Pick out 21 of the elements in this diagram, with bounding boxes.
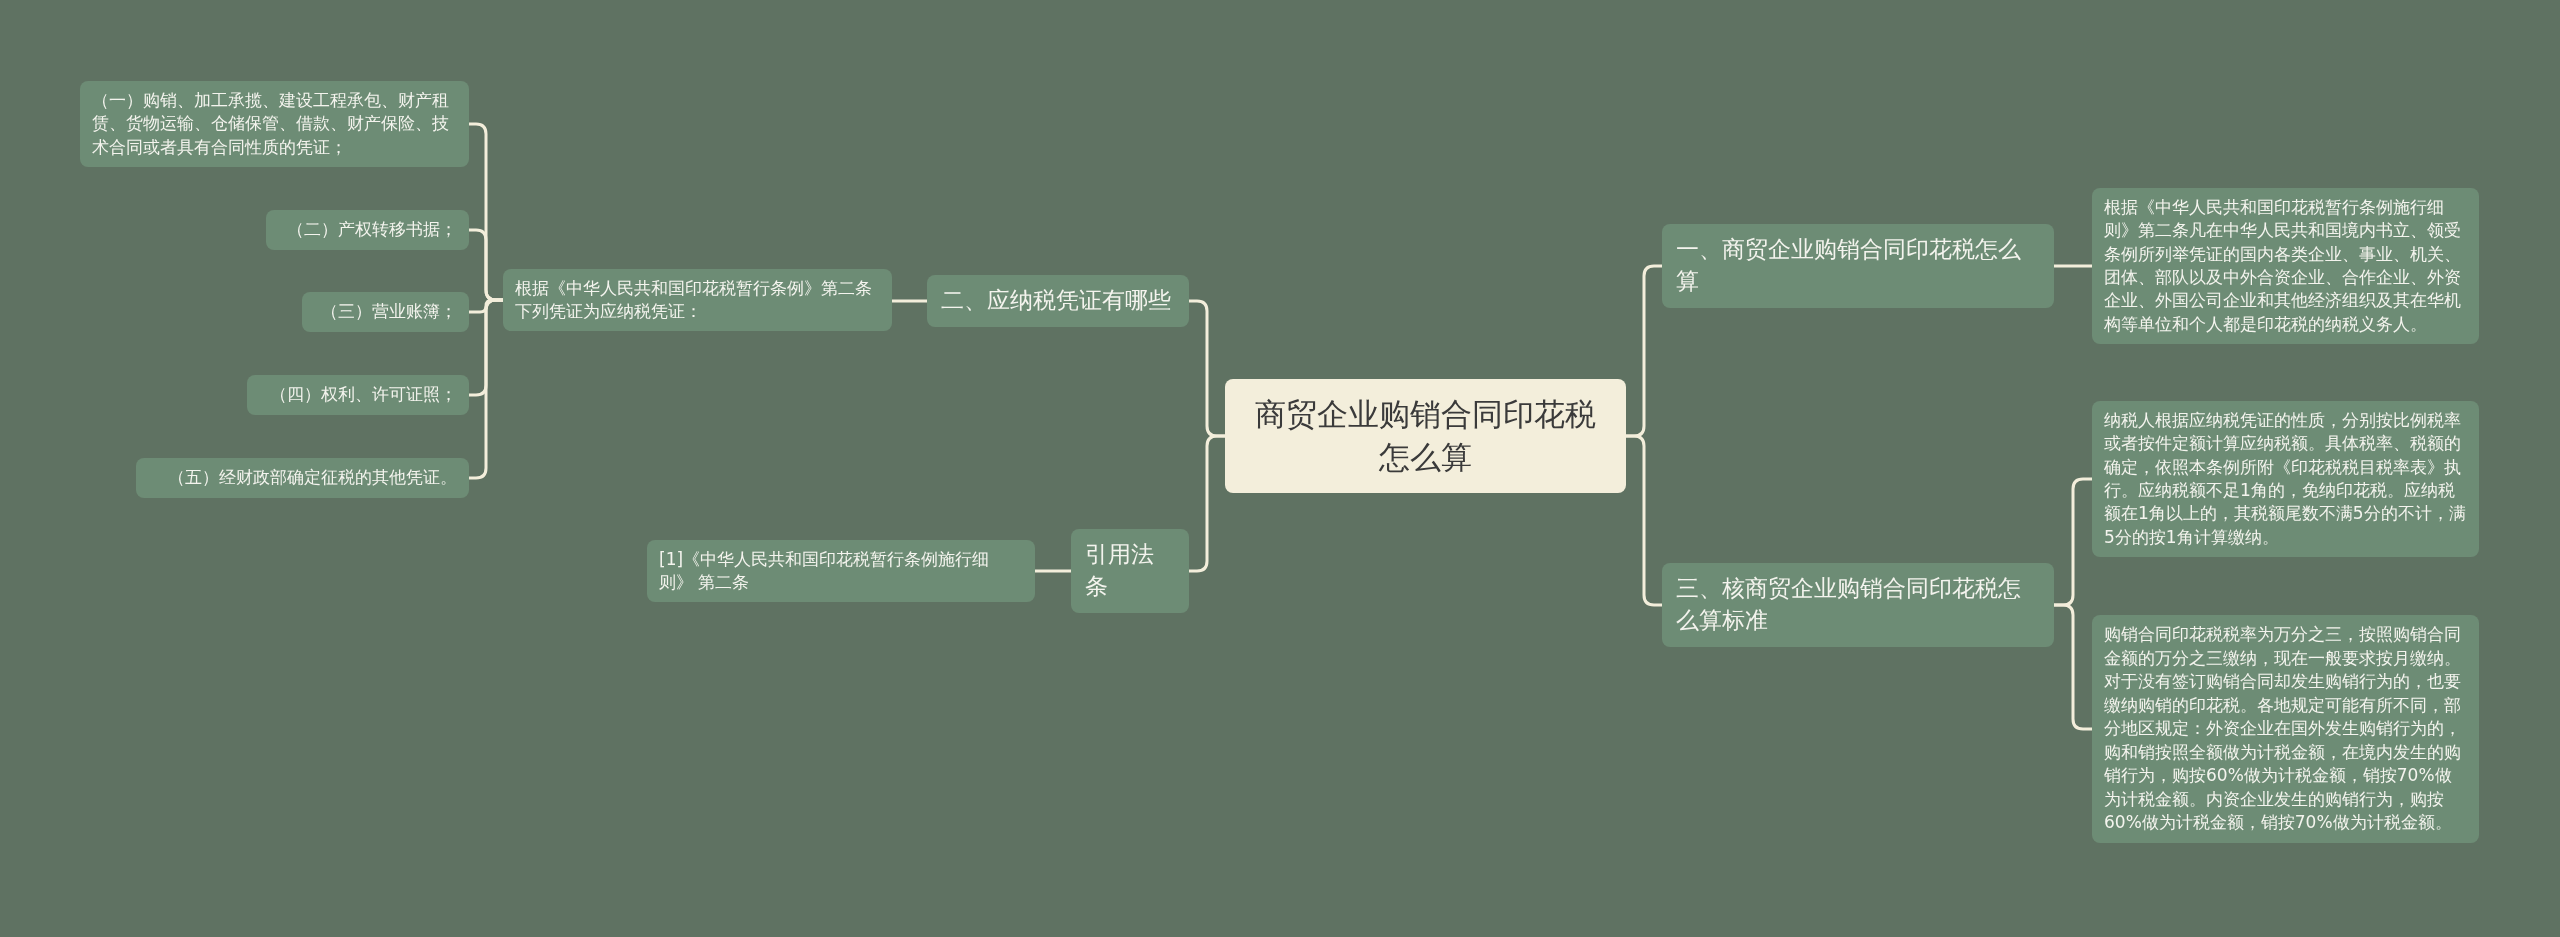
note-box: 根据《中华人民共和国印花税暂行条例》第二条下列凭证为应纳税凭证： [503, 268, 892, 332]
note-box: 根据《中华人民共和国印花税暂行条例施行细则》第二条凡在中华人民共和国境内书立、领受条例所列举凭证的国内各类企业、事业、机关、团体、部队以及中外合资企业、合作企业、外资企业、外国公司企业和其他经济组织及其在华机构等单位和个人都是印花税的纳税义务人。 [2092, 187, 2479, 345]
note-box: （三）营业账簿； [302, 292, 469, 332]
note-box: （一）购销、加工承揽、建设工程承包、财产租赁、货物运输、仓储保管、借款、财产保险、技术合同或者具有合同性质的凭证； [80, 80, 469, 168]
note-box: 纳税人根据应纳税凭证的性质，分别按比例税率或者按件定额计算应纳税额。具体税率、税额的确定，依照本条例所附《印花税税目税率表》执行。应纳税额不足1角的，免纳印花税。应纳税额在1角以上的，其税额尾数不满5分的不计，满5分的按1角计算缴纳。 [2092, 400, 2479, 558]
topic-box: 二、应纳税凭证有哪些 [927, 275, 1189, 327]
topic-box: 引用法条 [1071, 529, 1189, 613]
note-box: [1]《中华人民共和国印花税暂行条例施行细则》 第二条 [647, 539, 1035, 603]
connector-line [2054, 603, 2092, 731]
central-topic-box: 商贸企业购销合同印花税怎么算 [1225, 379, 1626, 493]
topic-box: 三、核商贸企业购销合同印花税怎么算标准 [1662, 563, 2054, 647]
topic-box: 一、商贸企业购销合同印花税怎么算 [1662, 224, 2054, 308]
connector-line [892, 299, 927, 303]
connector-line [2054, 264, 2092, 268]
connector-line [1035, 569, 1071, 573]
note-box: （四）权利、许可证照； [247, 375, 469, 415]
connector-line [1189, 434, 1225, 573]
connector-line [1626, 434, 1662, 607]
note-box: （二）产权转移书据； [266, 210, 469, 250]
note-box: （五）经财政部确定征税的其他凭证。 [136, 458, 469, 498]
note-box: 购销合同印花税税率为万分之三，按照购销合同金额的万分之三缴纳，现在一般要求按月缴纳。对于没有签订购销合同却发生购销行为的，也要缴纳购销的印花税。各地规定可能有所不同，部分地区规定：外资企业在国外发生购销行为的，购和销按照全额做为计税金额，在境内发生的购销行为，购按60%做为计税金额，销按70%做为计税金额。内资企业发生的购销行为，购按60%做为计税金额，销按70%做为计税金额。 [2092, 615, 2479, 843]
